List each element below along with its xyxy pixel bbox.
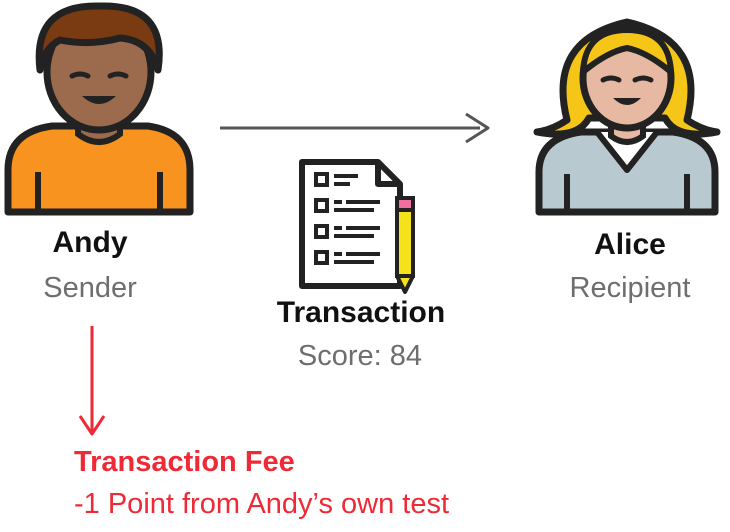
sender-role: Sender bbox=[43, 272, 137, 304]
transaction-score: Score: 84 bbox=[297, 340, 423, 372]
document-checklist-pencil-icon bbox=[299, 159, 415, 294]
transaction-title: Transaction bbox=[276, 296, 446, 329]
fee-title: Transaction Fee bbox=[74, 446, 295, 478]
transfer-arrow bbox=[220, 112, 490, 144]
recipient-role: Recipient bbox=[569, 272, 691, 304]
sender-name: Andy bbox=[52, 226, 128, 259]
fee-arrow bbox=[78, 326, 106, 436]
recipient-avatar bbox=[533, 18, 721, 216]
recipient-name: Alice bbox=[594, 228, 666, 261]
sender-avatar bbox=[4, 2, 194, 216]
fee-description: -1 Point from Andy’s own test bbox=[74, 488, 450, 520]
